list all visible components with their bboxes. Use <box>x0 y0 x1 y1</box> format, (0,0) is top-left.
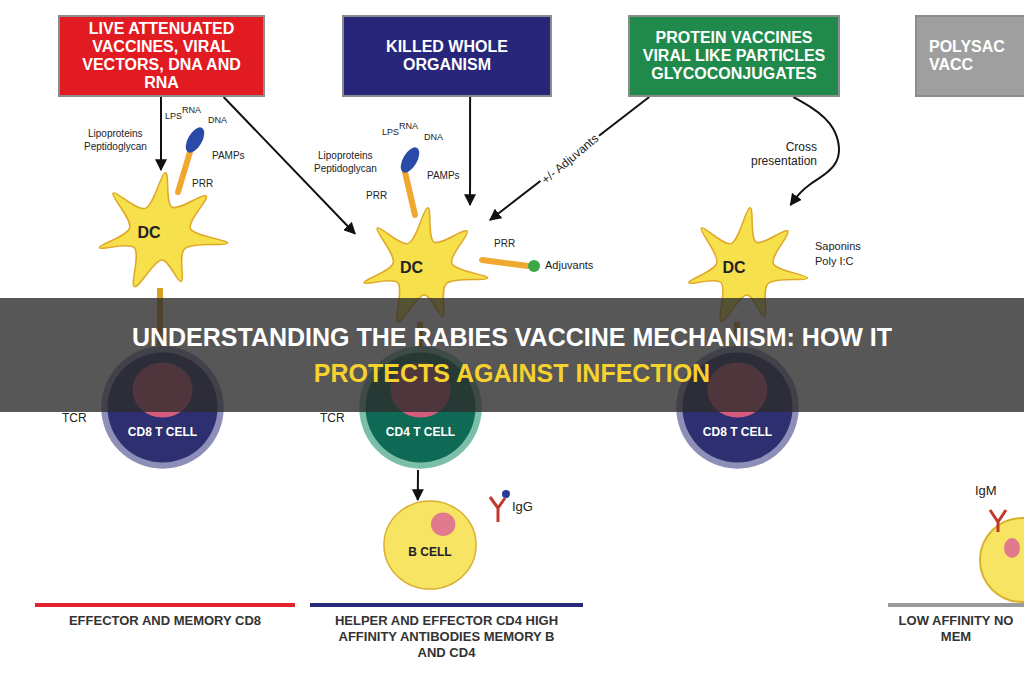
arrow-connector <box>490 97 649 220</box>
outcome-text: EFFECTOR AND MEMORY CD8 <box>40 613 290 629</box>
part-label: IgM <box>975 484 997 498</box>
part-label: RNA <box>182 106 201 116</box>
vaccine-type-box: LIVE ATTENUATED VACCINES, VIRAL VECTORS,… <box>58 15 265 97</box>
vaccine-type-box: KILLED WHOLE ORGANISM <box>342 15 552 97</box>
part-label: Poly I:C <box>815 255 854 267</box>
outcome-entry: EFFECTOR AND MEMORY CD8 <box>35 603 295 629</box>
arrow-connector <box>791 97 840 205</box>
prr-receptor <box>482 260 528 266</box>
arrow-connector <box>224 97 355 234</box>
part-label: IgG <box>512 500 533 514</box>
pamp-oval <box>397 144 423 175</box>
outcome-entry: HELPER AND EFFECTOR CD4 HIGH AFFINITY AN… <box>310 603 583 661</box>
prr-receptor <box>405 172 415 215</box>
prr-receptor <box>178 152 190 192</box>
vaccine-type-box: POLYSAC VACC <box>915 15 1024 97</box>
arrow-connector <box>160 97 162 170</box>
outcome-bar <box>888 603 1024 607</box>
outcome-bar <box>35 603 295 607</box>
vaccine-type-text: KILLED WHOLE ORGANISM <box>352 38 542 74</box>
arrow-connector <box>417 470 419 500</box>
outcome-bar <box>310 603 583 607</box>
cell-name: B CELL <box>408 545 451 559</box>
title-band: UNDERSTANDING THE RABIES VACCINE MECHANI… <box>0 298 1024 412</box>
outcome-text: HELPER AND EFFECTOR CD4 HIGH AFFINITY AN… <box>332 613 562 661</box>
part-label: Adjuvants <box>545 259 593 271</box>
cell-name: DC <box>722 259 745 277</box>
vaccine-type-text: PROTEIN VACCINES VIRAL LIKE PARTICLES GL… <box>638 29 830 83</box>
cell-name: CD4 T CELL <box>386 425 455 440</box>
outcome-entry: LOW AFFINITY NO MEM <box>888 603 1024 645</box>
part-label: Peptidoglycan <box>314 163 377 174</box>
cell-name: CD8 T CELL <box>128 425 197 440</box>
cell-name: DC <box>400 259 423 277</box>
vaccine-type-text: POLYSAC VACC <box>929 38 1014 74</box>
part-label: Peptidoglycan <box>84 141 147 152</box>
part-label: PRR <box>366 190 387 201</box>
vaccine-type-text: LIVE ATTENUATED VACCINES, VIRAL VECTORS,… <box>68 20 255 92</box>
plasma-cell <box>980 518 1024 602</box>
arrow-connector <box>469 97 471 205</box>
cell-name: DC <box>137 224 160 242</box>
dendritic-cell: DC <box>90 170 230 295</box>
outcome-text: LOW AFFINITY NO MEM <box>893 613 1019 645</box>
adjuvant-dot <box>528 260 540 272</box>
vaccine-type-box: PROTEIN VACCINES VIRAL LIKE PARTICLES GL… <box>628 15 840 97</box>
part-label: Saponins <box>815 240 861 252</box>
antigen-dot <box>502 490 510 498</box>
cell-name: CD8 T CELL <box>703 425 772 440</box>
part-label: LPS <box>165 112 182 122</box>
connector-label: +/- Adjuvants <box>537 129 602 187</box>
title: UNDERSTANDING THE RABIES VACCINE MECHANI… <box>102 319 922 391</box>
part-label: Lipoproteins <box>318 150 372 161</box>
part-label: LPS <box>382 128 399 138</box>
dendritic-cell-body <box>99 173 227 287</box>
part-label: TCR <box>62 412 87 425</box>
part-label: TCR <box>320 412 345 425</box>
part-label: PAMPs <box>212 150 245 161</box>
connector-label: Cross presentation <box>735 140 819 168</box>
part-label: Lipoproteins <box>88 128 142 139</box>
part-label: RNA <box>399 122 418 132</box>
igm-antibody <box>990 510 1006 532</box>
b-cell: B CELL <box>383 500 477 590</box>
igg-antibody <box>490 497 505 522</box>
cell-nucleus <box>1004 538 1020 558</box>
part-label: DNA <box>208 116 227 126</box>
part-label: DNA <box>424 133 443 143</box>
part-label: PRR <box>494 238 515 249</box>
pamp-oval <box>182 124 208 155</box>
cell-body <box>384 501 476 589</box>
part-label: PAMPs <box>427 170 460 181</box>
cell-nucleus <box>431 513 455 536</box>
part-label: PRR <box>192 178 213 189</box>
